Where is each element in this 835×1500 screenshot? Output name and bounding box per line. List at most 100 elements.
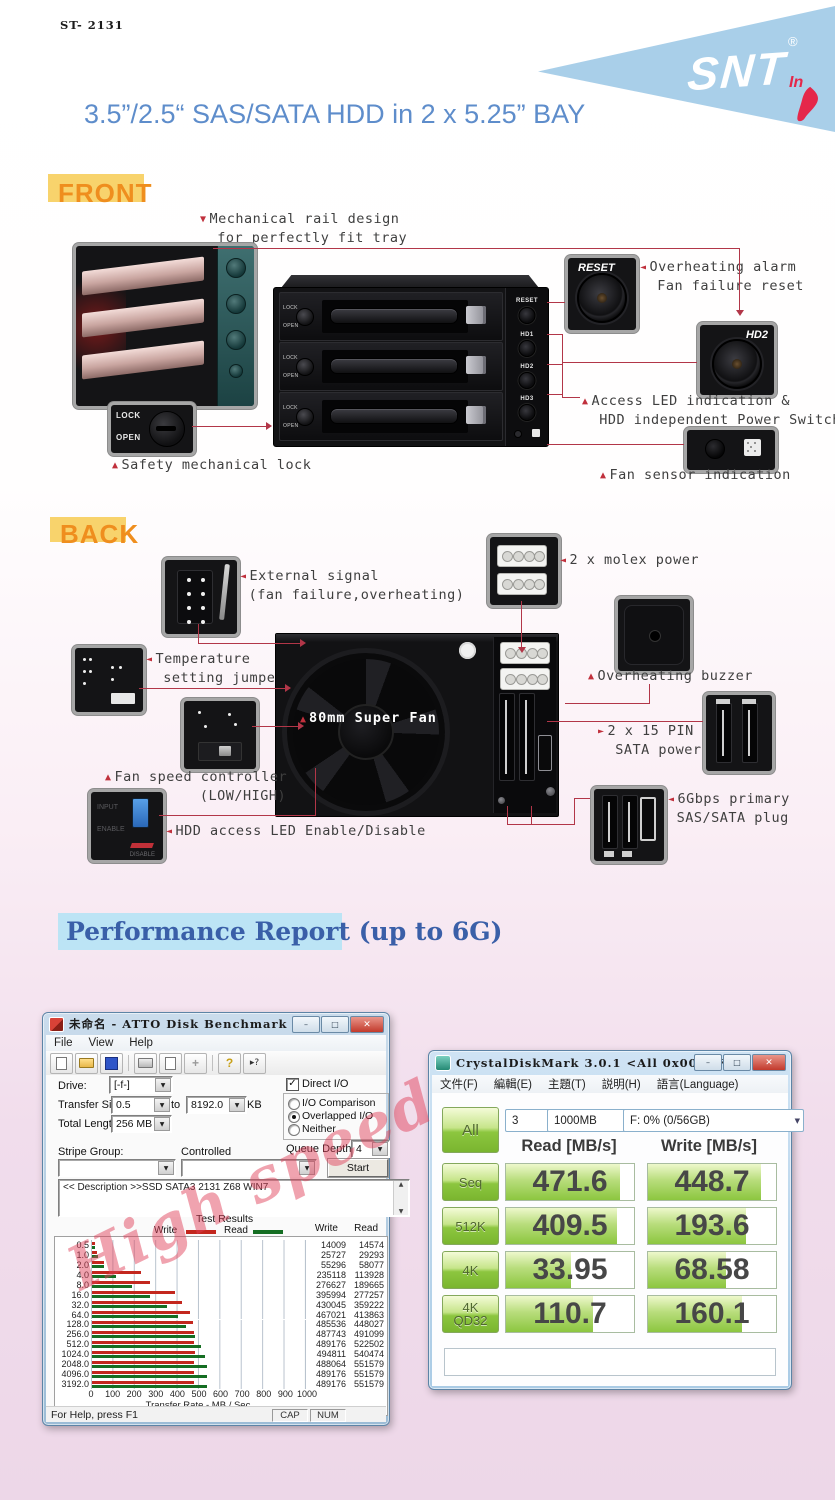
atto-row-write: 489176 xyxy=(315,1379,346,1390)
callout-line xyxy=(213,248,740,249)
to-label: to xyxy=(171,1099,181,1111)
callout-line xyxy=(198,643,302,644)
cdm-menubar: 文件(F) 編輯(E) 主題(T) 説明(H) 語言(Language) xyxy=(432,1075,788,1094)
stripe-group-select[interactable]: ▼ xyxy=(58,1159,176,1177)
close-button[interactable]: ✕ xyxy=(350,1016,384,1033)
target-drive-select[interactable]: F: 0% (0/56GB)▼ xyxy=(623,1109,804,1132)
transfer-to-select[interactable]: 8192.0▼ xyxy=(186,1096,247,1114)
atto-row-read: 29293 xyxy=(358,1249,384,1260)
callout-molex-power: ◄2 x molex power xyxy=(560,552,699,568)
io-comparison-radio[interactable] xyxy=(288,1098,300,1110)
marker-up-icon: ▲ xyxy=(600,470,607,481)
atto-row-write: 276627 xyxy=(315,1279,346,1290)
callout-line xyxy=(521,601,522,649)
help-icon[interactable]: ? xyxy=(218,1052,241,1074)
chevron-down-icon: ▼ xyxy=(158,1161,174,1175)
all-test-button[interactable]: All xyxy=(442,1107,499,1153)
move-icon[interactable]: + xyxy=(184,1052,207,1074)
atto-row-bars xyxy=(91,1249,306,1260)
hd1-label: HD1 xyxy=(520,332,534,338)
atto-row-write: 488064 xyxy=(315,1359,346,1370)
comment-textbox[interactable] xyxy=(444,1348,776,1376)
callout-overheating-alarm: ◄Overheating alarm Fan failure reset xyxy=(640,259,804,294)
callout-external-signal: ◄External signal (fan failure,overheatin… xyxy=(240,568,465,603)
queue-depth-select[interactable]: 4▼ xyxy=(351,1140,390,1158)
atto-row-write: 14009 xyxy=(320,1239,346,1250)
back-label-highlight xyxy=(50,517,126,542)
close-button[interactable]: ✕ xyxy=(752,1054,786,1071)
marker-left-icon: ◄ xyxy=(146,654,153,665)
total-length-label: Total Length: xyxy=(58,1118,121,1130)
marker-left-icon: ◄ xyxy=(166,826,173,837)
description-box[interactable]: << Description >>SSD SATA3 2131 Z68 WIN7… xyxy=(58,1179,410,1217)
cdm-test-button[interactable]: Seq xyxy=(442,1163,499,1201)
neither-radio[interactable] xyxy=(288,1124,300,1136)
menu-view[interactable]: View xyxy=(88,1037,114,1049)
maximize-button[interactable]: □ xyxy=(321,1016,349,1033)
axis-tick: 900 xyxy=(277,1389,293,1399)
menu-file[interactable]: File xyxy=(54,1037,73,1049)
print-preview-icon[interactable] xyxy=(159,1052,182,1074)
atto-row-read: 113928 xyxy=(354,1269,384,1280)
overlapped-io-radio[interactable] xyxy=(288,1111,300,1123)
callout-line xyxy=(547,364,562,365)
cdm-app-icon xyxy=(435,1055,451,1071)
cdm-titlebar[interactable]: CrystalDiskMark 3.0.1 <All 0x00, 0Fill> … xyxy=(429,1051,791,1075)
atto-row-size: 256.0 xyxy=(66,1329,89,1340)
callout-arrow xyxy=(300,639,306,647)
cdm-test-button[interactable]: 4K xyxy=(442,1251,499,1289)
transfer-from-select[interactable]: 0.5▼ xyxy=(111,1096,172,1114)
context-help-icon[interactable]: ▸? xyxy=(243,1052,266,1074)
atto-row-read: 58077 xyxy=(358,1259,384,1270)
atto-titlebar[interactable]: 未命名 - ATTO Disk Benchmark – □ ✕ xyxy=(43,1013,389,1035)
menu-help[interactable]: 説明(H) xyxy=(601,1079,641,1091)
cdm-test-button[interactable]: 512K xyxy=(442,1207,499,1245)
read-legend-swatch xyxy=(253,1230,283,1234)
hd2-label: HD2 xyxy=(520,364,534,370)
atto-window-title: 未命名 - ATTO Disk Benchmark xyxy=(69,1017,288,1031)
print-icon[interactable] xyxy=(134,1052,157,1074)
callout-line xyxy=(531,806,532,825)
start-button[interactable]: Start xyxy=(328,1159,388,1177)
minimize-button[interactable]: – xyxy=(292,1016,320,1033)
test-results-title: Test Results xyxy=(196,1213,254,1225)
menu-theme[interactable]: 主題(T) xyxy=(548,1079,586,1091)
controlled-select[interactable]: ▼ xyxy=(181,1159,317,1177)
fan-sensor-led xyxy=(514,430,522,438)
new-file-icon[interactable] xyxy=(50,1052,73,1074)
atto-row-bars xyxy=(91,1339,306,1350)
atto-row-read: 522502 xyxy=(353,1339,384,1350)
total-length-select[interactable]: 256 MB▼ xyxy=(111,1115,172,1133)
chevron-down-icon: ▼ xyxy=(155,1078,171,1092)
write-column-header: Write xyxy=(314,1223,338,1234)
hd1-button xyxy=(518,340,536,357)
screw xyxy=(546,787,555,796)
menu-file[interactable]: 文件(F) xyxy=(440,1079,478,1091)
open-file-icon[interactable] xyxy=(75,1052,98,1074)
description-scrollbar[interactable]: ▲ ▼ xyxy=(393,1181,408,1215)
atto-row-size: 2.0 xyxy=(76,1259,89,1270)
menu-edit[interactable]: 編輯(E) xyxy=(493,1079,533,1091)
maximize-button[interactable]: □ xyxy=(723,1054,751,1071)
chevron-down-icon: ▼ xyxy=(229,1098,245,1112)
atto-row-bars xyxy=(91,1359,306,1370)
test-size-select[interactable]: 1000MB▼ xyxy=(547,1109,643,1132)
save-icon[interactable] xyxy=(100,1052,123,1074)
minimize-button[interactable]: – xyxy=(694,1054,722,1071)
callout-line xyxy=(315,768,316,816)
drive-select[interactable]: [-f-]▼ xyxy=(109,1076,173,1094)
screw xyxy=(498,797,505,804)
chevron-down-icon: ▼ xyxy=(794,1116,800,1125)
fan-sensor-window xyxy=(532,429,540,437)
crystaldiskmark-window: CrystalDiskMark 3.0.1 <All 0x00, 0Fill> … xyxy=(428,1050,804,1390)
atto-row-write: 395994 xyxy=(315,1289,346,1300)
menu-help[interactable]: Help xyxy=(129,1037,153,1049)
hd2-button-photo: HD2 xyxy=(697,322,777,398)
direct-io-checkbox[interactable]: ✓ xyxy=(286,1078,299,1091)
menu-language[interactable]: 語言(Language) xyxy=(656,1079,739,1091)
